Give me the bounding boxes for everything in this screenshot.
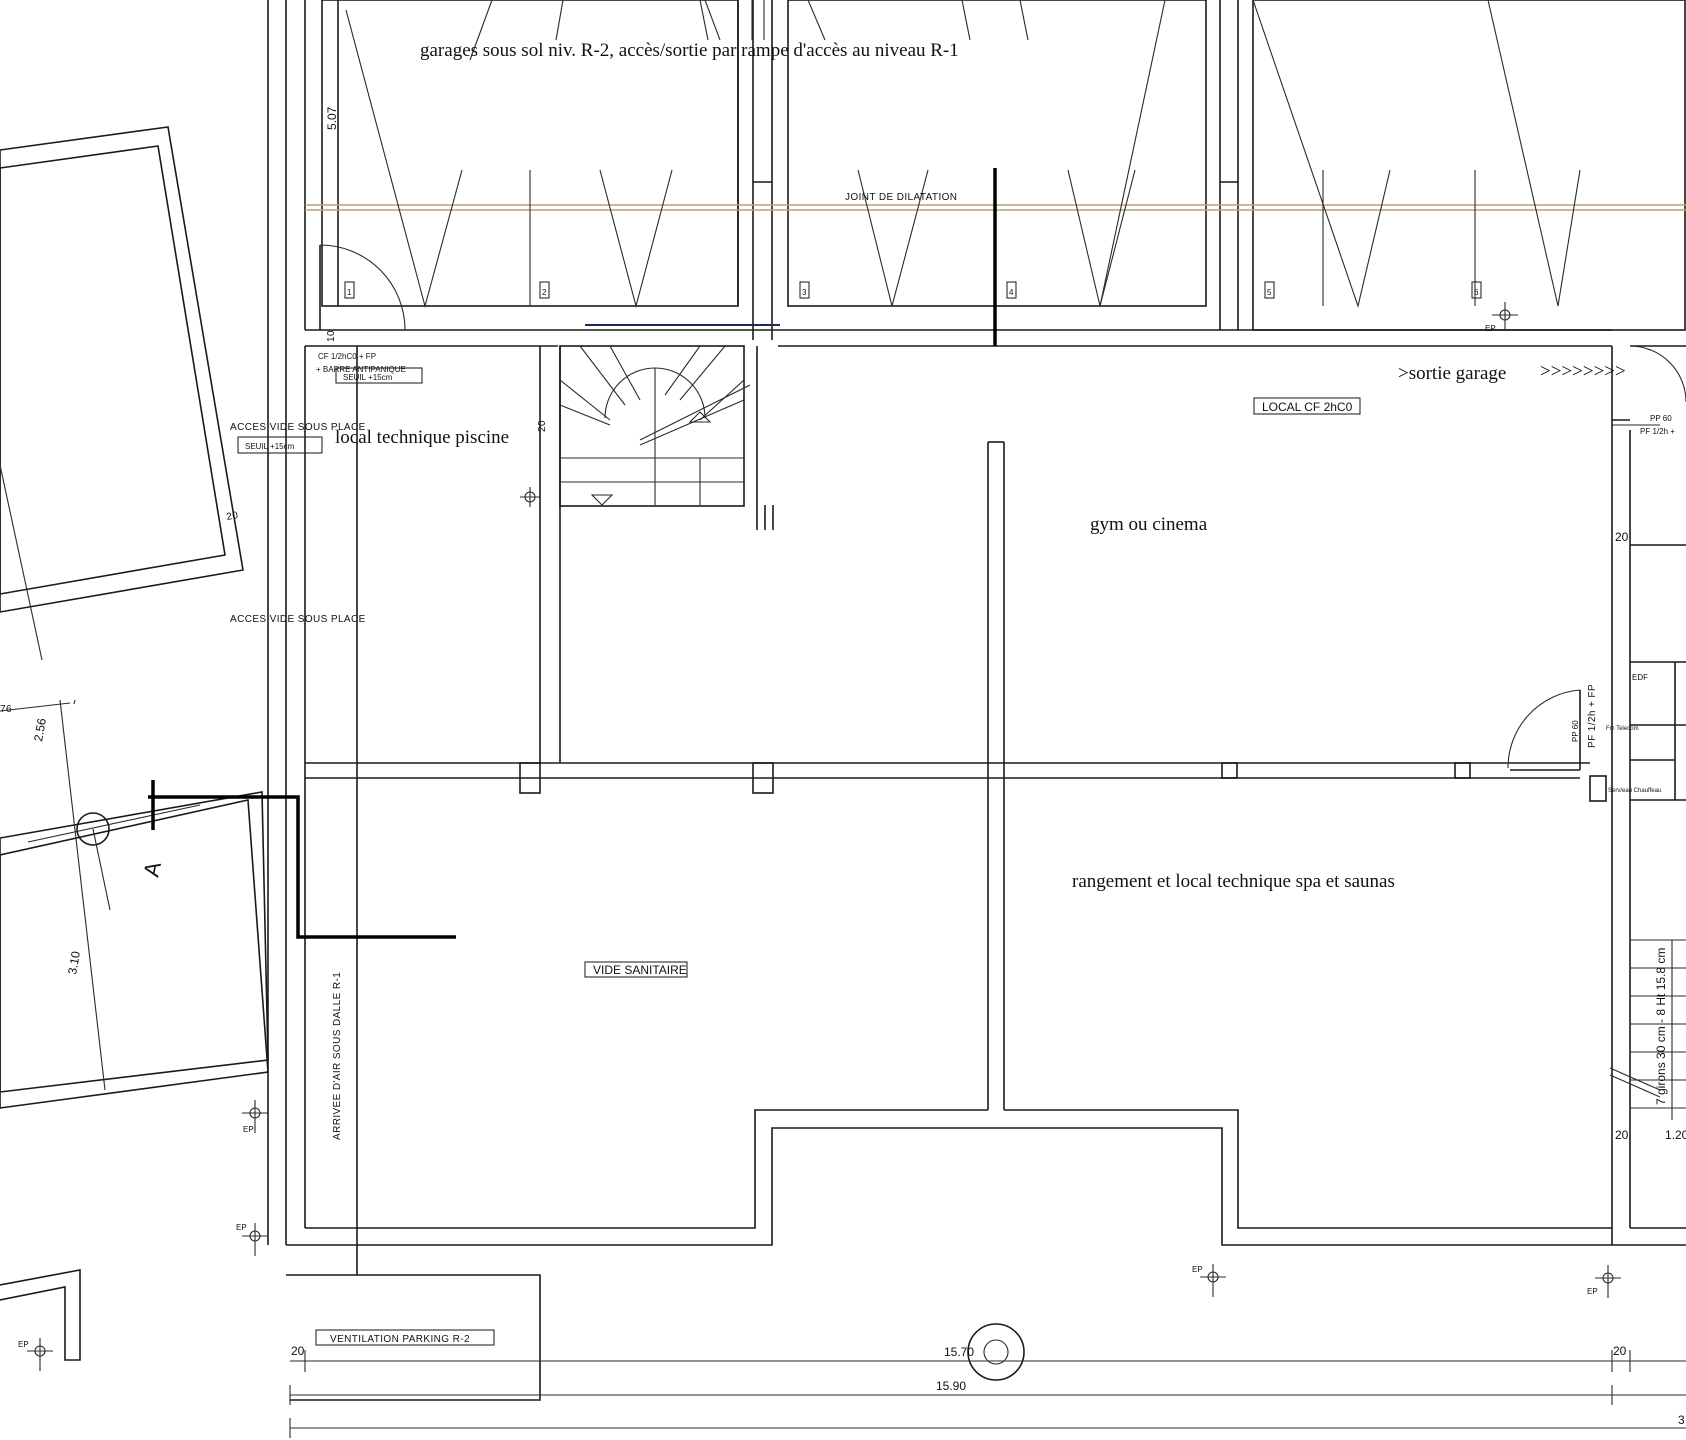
joint-label: JOINT DE DILATATION bbox=[845, 192, 957, 203]
rangement-label: rangement et local technique spa et saun… bbox=[1072, 871, 1395, 892]
section-mark-a: A bbox=[138, 859, 166, 879]
sortie-arrows: >>>>>>>> bbox=[1540, 361, 1626, 382]
dim-1570: 15.70 bbox=[944, 1345, 974, 1359]
stair-note-label: 7 girons 30 cm - 8 Ht 15.8 cm bbox=[1654, 948, 1668, 1105]
ep-label-3: EP bbox=[1192, 1265, 1203, 1274]
gym-label: gym ou cinema bbox=[1090, 514, 1208, 535]
label-frames bbox=[237, 367, 1361, 1346]
dim-10: 10 bbox=[326, 330, 337, 342]
pf-top-label: PF 1/2h + bbox=[1640, 427, 1675, 436]
barre-label: + BARRE ANTIPANIQUE bbox=[316, 365, 406, 374]
dim-20-e: 20 bbox=[226, 510, 240, 523]
bay-4-label: 4 bbox=[1009, 288, 1014, 297]
ep-label-5: EP bbox=[1485, 324, 1496, 333]
dim-20-stair: 20 bbox=[537, 420, 548, 432]
sortie-garage-label: >sortie garage bbox=[1398, 363, 1506, 384]
bay-1-label: 1 bbox=[347, 288, 352, 297]
dimension-lines bbox=[289, 1350, 1686, 1438]
seuil-label-2: SEUIL +15cm bbox=[343, 373, 393, 382]
local-piscine-label: local technique piscine bbox=[335, 427, 509, 448]
ep-label-1: EP bbox=[243, 1125, 254, 1134]
garage-markings bbox=[345, 0, 1581, 309]
pp-label-b: PP 60 bbox=[1650, 414, 1672, 423]
ventilation-label: VENTILATION PARKING R-2 bbox=[330, 1334, 470, 1345]
dim-1590: 15.90 bbox=[936, 1379, 966, 1393]
fm-label: Fm Telecom bbox=[1606, 726, 1639, 732]
pf-door-label: PF 1/2h + FP bbox=[1587, 684, 1598, 748]
bay-5-label: 5 bbox=[1267, 288, 1272, 297]
pp-label-a: PP 60 bbox=[1571, 720, 1580, 742]
arrivee-air-label: ARRIVEE D'AIR SOUS DALLE R-1 bbox=[332, 972, 343, 1140]
dim-507: 5.07 bbox=[325, 106, 339, 130]
bay-numbers: 1 2 3 4 5 6 bbox=[344, 281, 1482, 299]
bay-3-label: 3 bbox=[802, 288, 807, 297]
cf-door-label: CF 1/2hC0 + FP bbox=[318, 352, 376, 361]
edf-label: EDF bbox=[1632, 673, 1648, 682]
bay-6-label: 6 bbox=[1474, 288, 1479, 297]
vide-sanitaire-label: VIDE SANITAIRE bbox=[593, 963, 687, 977]
dim-20-c: 20 bbox=[291, 1344, 305, 1358]
dim-3: 3 bbox=[1678, 1413, 1685, 1427]
pool-outline bbox=[0, 126, 269, 1361]
acces-vide-label-2: ACCES VIDE SOUS PLACE bbox=[230, 614, 366, 625]
exterior-stair bbox=[1609, 939, 1686, 1120]
service-label: Serv/eau Chauffeau bbox=[1608, 788, 1661, 794]
acces-vide-label-1: ACCES VIDE SOUS PLACE bbox=[230, 422, 366, 433]
dim-120: 1.20 bbox=[1665, 1128, 1686, 1142]
ep-label-6: EP bbox=[18, 1340, 29, 1349]
dim-76: 76 bbox=[0, 704, 12, 715]
dim-20-b: 20 bbox=[1615, 1128, 1629, 1142]
local-cf-label: LOCAL CF 2hC0 bbox=[1262, 400, 1353, 414]
ep-label-4: EP bbox=[1587, 1287, 1598, 1296]
bay-2-label: 2 bbox=[542, 288, 547, 297]
section-line bbox=[148, 780, 456, 939]
building-walls bbox=[267, 0, 1686, 1401]
dim-20-d: 20 bbox=[1613, 1344, 1627, 1358]
manhole bbox=[967, 1323, 1025, 1381]
staircase bbox=[559, 345, 751, 507]
ep-markers: EP EP EP EP EP EP bbox=[18, 302, 1621, 1371]
doors bbox=[319, 244, 1686, 771]
dim-20-a: 20 bbox=[1615, 530, 1629, 544]
seuil-label-1: SEUIL +15cm bbox=[245, 442, 295, 451]
garages-label: garages sous sol niv. R-2, accès/sortie … bbox=[420, 40, 959, 61]
ep-label-2: EP bbox=[236, 1223, 247, 1232]
dim-310: 3.10 bbox=[65, 950, 83, 976]
dim-256: 2.56 bbox=[31, 717, 49, 743]
